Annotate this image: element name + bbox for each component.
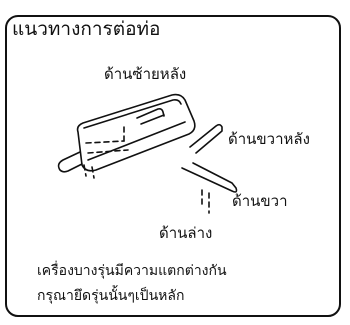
note-line-2: กรุณายึดรุ่นนั้นๆเป็นหลัก	[37, 288, 185, 304]
left-rear-pipe	[136, 108, 165, 119]
left-hose	[57, 151, 83, 173]
label-left-rear: ด้านซ้ายหลัง	[104, 65, 187, 83]
diagram-title: แนวทางการต่อท่อ	[12, 18, 161, 40]
hidden-pipe-route	[83, 123, 210, 214]
left-rear-pipe-lower	[140, 114, 165, 125]
label-right: ด้านขวา	[232, 192, 288, 210]
indoor-unit-top-edge	[83, 99, 182, 129]
indoor-unit-front-panel	[87, 121, 186, 161]
note-line-1: เครื่องบางรุ่นมีความแตกต่างกัน	[37, 263, 227, 279]
diagram-frame	[5, 15, 341, 317]
right-rear-pipe	[189, 123, 223, 154]
label-bottom: ด้านล่าง	[159, 224, 213, 242]
right-pipe	[181, 162, 238, 193]
indoor-unit-body	[76, 93, 196, 172]
label-right-rear: ด้านขวาหลัง	[228, 130, 310, 148]
